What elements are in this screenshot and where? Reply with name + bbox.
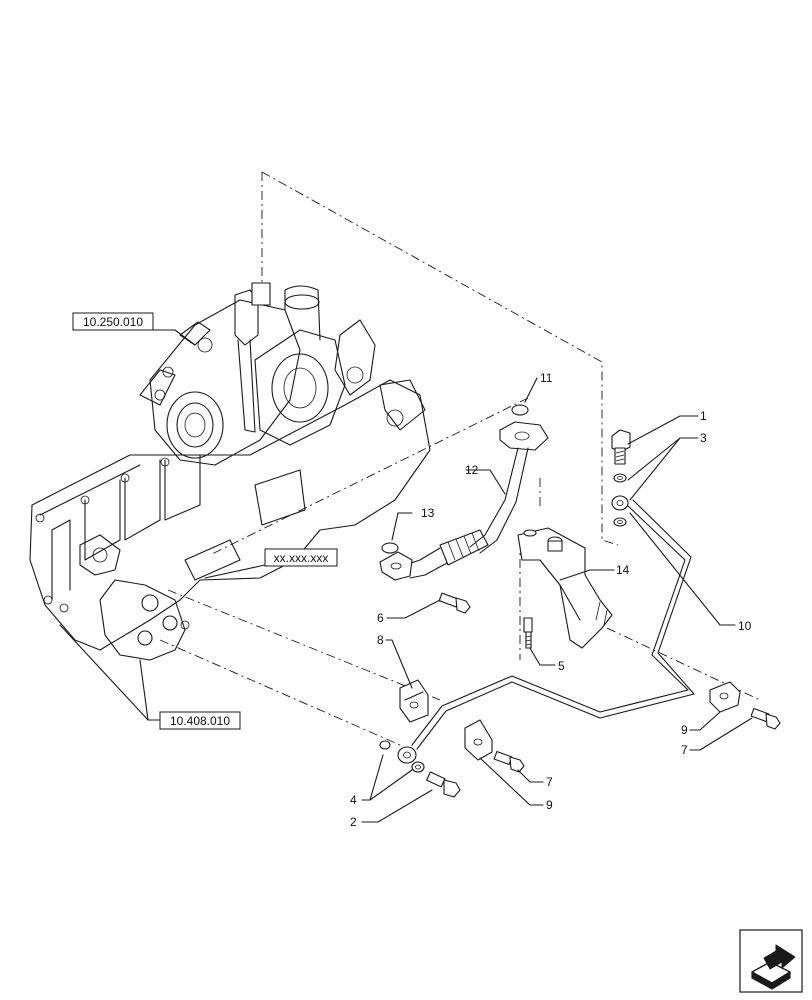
part-clamp-9b bbox=[709, 681, 741, 713]
callout-10: 10 bbox=[738, 619, 752, 633]
part-bolt-7a bbox=[493, 750, 525, 773]
part-bolt-7b bbox=[750, 707, 781, 730]
callout-11: 11 bbox=[540, 371, 553, 385]
reference-box-turbo[interactable]: 10.250.010 bbox=[72, 312, 154, 331]
part-bolt-6 bbox=[438, 592, 471, 614]
callout-12: 12 bbox=[465, 463, 479, 477]
part-oil-feed-pipe bbox=[397, 495, 695, 764]
part-o-ring-11 bbox=[511, 404, 529, 416]
reference-pump-label: 10.408.010 bbox=[170, 714, 230, 728]
callout-2: 2 bbox=[350, 815, 357, 829]
part-o-ring-13 bbox=[381, 542, 399, 554]
reference-box-block[interactable]: xx.xxx.xxx bbox=[264, 548, 338, 567]
oil-pump-housing bbox=[79, 534, 190, 661]
assembly-guide-lines bbox=[159, 171, 761, 746]
callout-7-right: 7 bbox=[681, 743, 688, 757]
navigation-arrow-icon[interactable] bbox=[739, 929, 803, 993]
callout-13: 13 bbox=[421, 506, 435, 520]
part-sealing-washers bbox=[613, 473, 627, 527]
engine-block bbox=[29, 319, 431, 651]
callout-6: 6 bbox=[377, 611, 384, 625]
reference-box-pump[interactable]: 10.408.010 bbox=[159, 711, 241, 730]
turbocharger bbox=[139, 282, 346, 466]
callout-3: 3 bbox=[700, 431, 707, 445]
part-bolt-5 bbox=[523, 617, 533, 649]
callout-9-right: 9 bbox=[681, 723, 688, 737]
reference-turbo-label: 10.250.010 bbox=[83, 315, 143, 329]
callout-4: 4 bbox=[350, 793, 357, 807]
callout-5: 5 bbox=[558, 659, 565, 673]
reference-block-label: xx.xxx.xxx bbox=[274, 551, 329, 565]
callout-1: 1 bbox=[700, 409, 707, 423]
part-lower-washers bbox=[379, 740, 425, 773]
callout-8: 8 bbox=[377, 633, 384, 647]
leader-lines bbox=[59, 329, 753, 823]
callout-7-lower: 7 bbox=[546, 775, 553, 789]
callout-numbers: 1 3 11 12 13 14 6 5 10 8 9 7 7 9 4 2 bbox=[350, 371, 752, 829]
part-drain-pipe bbox=[379, 421, 549, 581]
callout-14: 14 bbox=[616, 563, 630, 577]
part-banjo-bolt bbox=[611, 429, 631, 465]
part-clamp-8 bbox=[399, 679, 429, 723]
callout-9-lower: 9 bbox=[546, 798, 553, 812]
part-lower-banjo-bolt bbox=[426, 771, 461, 798]
part-clamp-9a bbox=[464, 719, 493, 761]
part-support-bracket bbox=[517, 527, 613, 649]
